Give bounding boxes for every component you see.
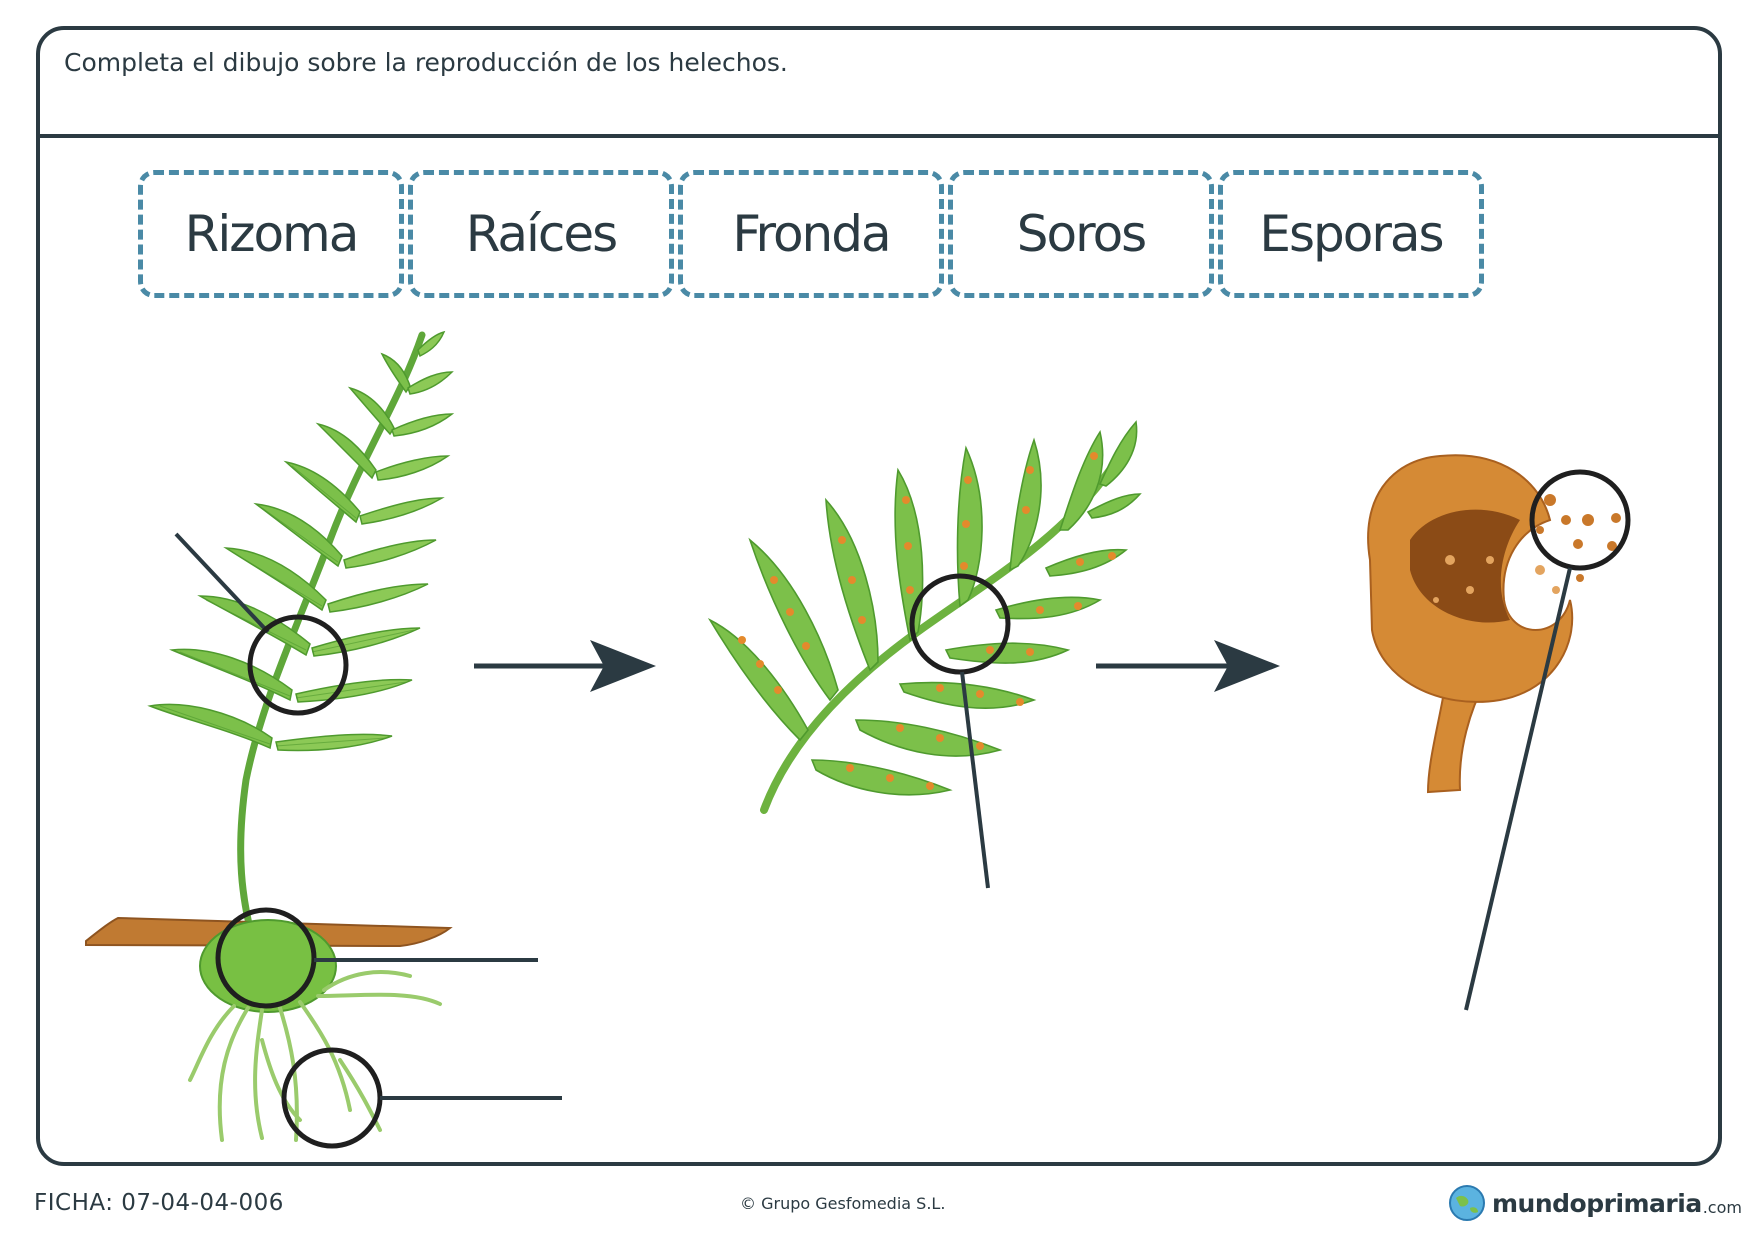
globe-logo-icon <box>1448 1184 1486 1222</box>
arrow-right-icon <box>1096 640 1280 692</box>
brand-tld: .com <box>1703 1198 1742 1217</box>
brand-logo[interactable]: mundoprimaria .com <box>1448 1183 1742 1223</box>
copyright-text: © Grupo Gesfomedia S.L. <box>740 1194 945 1213</box>
arrow-right-icon <box>474 640 656 692</box>
fern-plant-illustration <box>86 332 562 1146</box>
sporangium-illustration <box>1368 455 1628 1010</box>
brand-name: mundoprimaria <box>1492 1189 1702 1218</box>
worksheet-code: FICHA: 07-04-04-006 <box>34 1190 284 1216</box>
fern-frond-with-sori-illustration <box>710 422 1140 888</box>
